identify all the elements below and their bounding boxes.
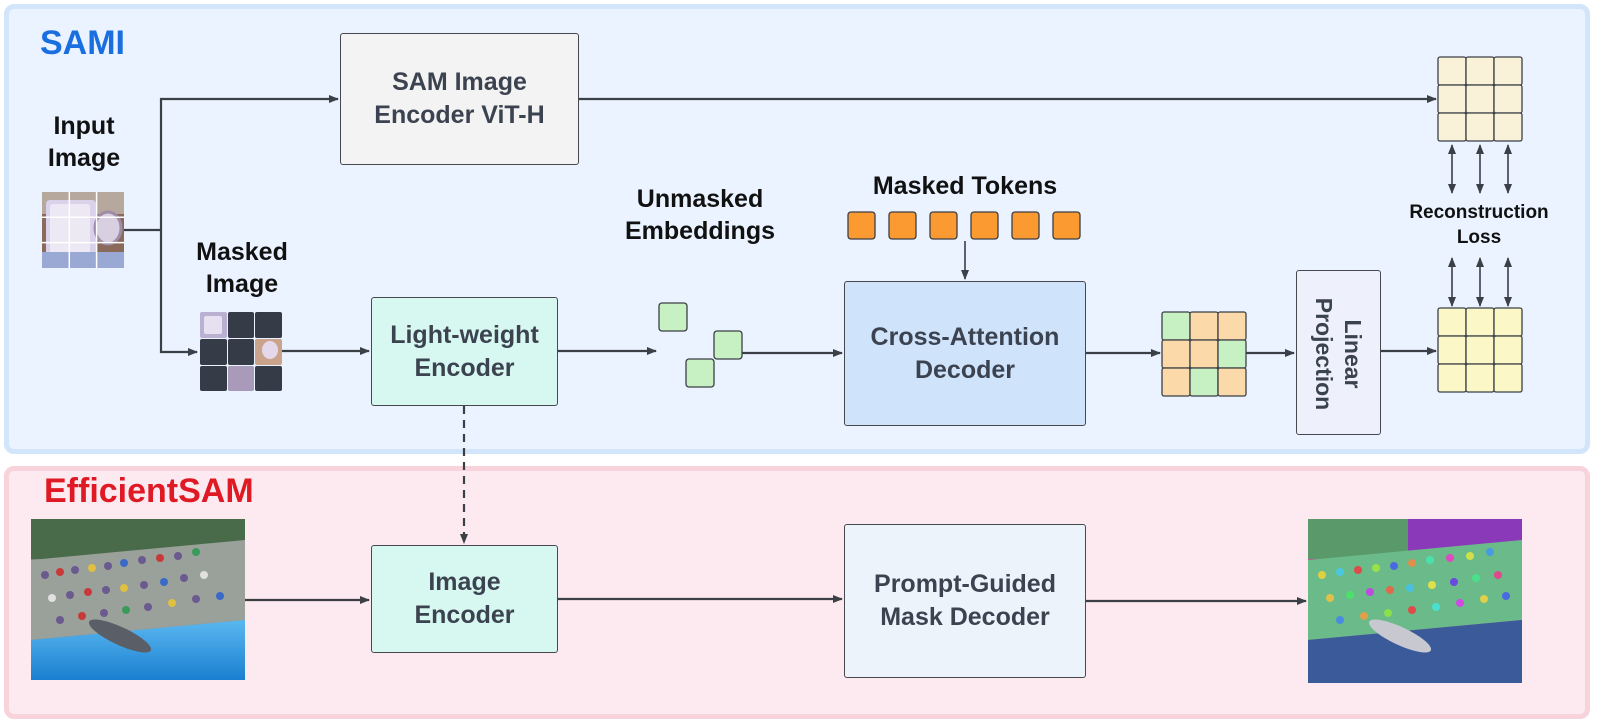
masked-image-label: Masked Image xyxy=(196,238,288,298)
projected-feature-grid xyxy=(1437,307,1523,393)
reconstruction-loss-label: Reconstruction Loss xyxy=(1409,202,1549,248)
stadium-input-photo xyxy=(31,519,245,680)
segmented-output-photo xyxy=(1308,519,1522,683)
decoder-output-grid xyxy=(1161,311,1247,397)
masked-image xyxy=(200,312,282,391)
lightweight-encoder-box: Light-weight Encoder xyxy=(371,297,558,406)
linear-projection-box xyxy=(1296,270,1381,435)
thin-connectors xyxy=(961,144,1512,307)
unmasked-embeddings xyxy=(658,302,743,388)
masked-tokens xyxy=(847,211,1081,240)
input-image xyxy=(42,192,124,268)
connectors xyxy=(124,95,1437,605)
sami-title: SAMI xyxy=(40,24,125,62)
unmasked-embeddings-label: Unmasked Embeddings xyxy=(624,185,776,245)
sam-image-encoder-box: SAM Image Encoder ViT-H xyxy=(340,33,579,165)
cross-attention-decoder-box: Cross-Attention Decoder xyxy=(844,281,1086,426)
masked-tokens-label: Masked Tokens xyxy=(872,172,1058,200)
linear-projection-label: Linear Projection xyxy=(1311,297,1366,411)
efficientsam-title: EfficientSAM xyxy=(44,472,254,510)
input-image-label: Input Image xyxy=(47,112,121,172)
sam-feature-grid xyxy=(1437,56,1523,142)
image-encoder-box: Image Encoder xyxy=(371,545,558,653)
prompt-guided-mask-decoder-box: Prompt-Guided Mask Decoder xyxy=(844,524,1086,678)
